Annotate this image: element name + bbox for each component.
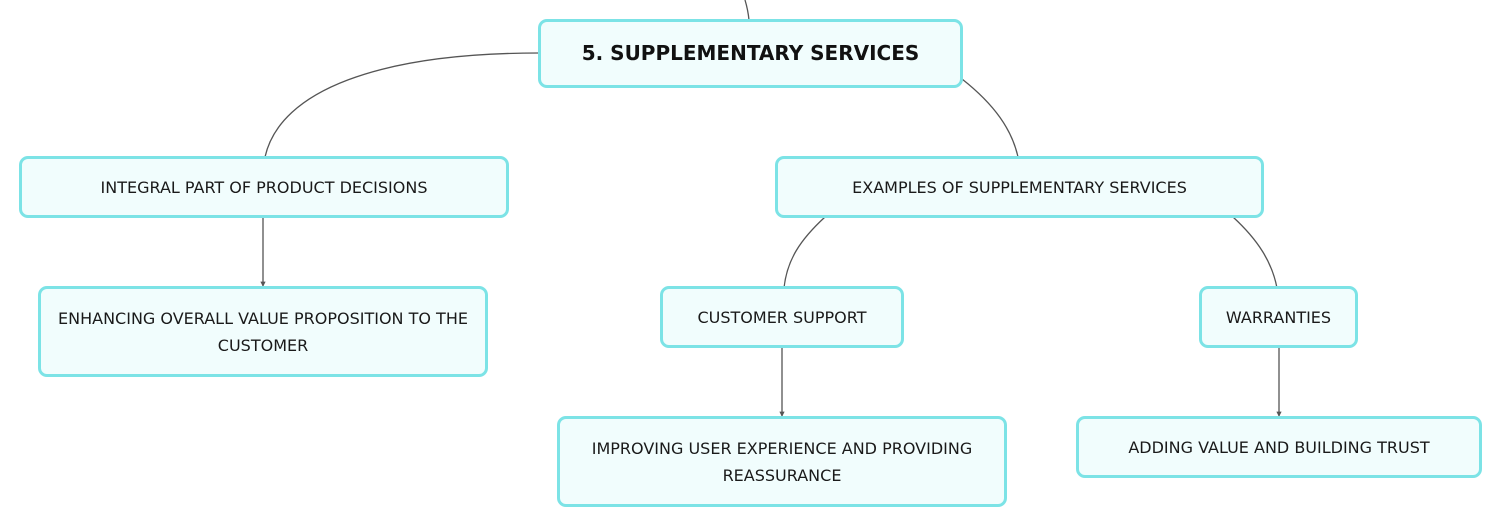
node-label: 5. SUPPLEMENTARY SERVICES [581,41,920,65]
connector-root-to-integral [264,52,540,158]
node-enhancing-value[interactable]: ENHANCING OVERALL VALUE PROPOSITION TO T… [38,286,488,377]
connector-examples-to-customer-support [783,216,826,289]
connector-incoming [744,0,750,21]
node-label: WARRANTIES [1225,307,1332,327]
node-warranties[interactable]: WARRANTIES [1199,286,1358,348]
node-examples[interactable]: EXAMPLES OF SUPPLEMENTARY SERVICES [775,156,1264,218]
node-adding-value[interactable]: ADDING VALUE AND BUILDING TRUST [1076,416,1482,478]
connector-root-to-examples [961,78,1019,158]
node-customer-support[interactable]: CUSTOMER SUPPORT [660,286,904,348]
connector-examples-to-warranties [1232,216,1278,289]
node-label: EXAMPLES OF SUPPLEMENTARY SERVICES [852,177,1187,197]
node-improving-experience[interactable]: IMPROVING USER EXPERIENCE AND PROVIDING … [557,416,1007,507]
node-label: IMPROVING USER EXPERIENCE AND PROVIDING … [591,438,973,485]
node-label: CUSTOMER SUPPORT [697,307,867,327]
node-integral-part[interactable]: INTEGRAL PART OF PRODUCT DECISIONS [19,156,509,218]
node-label: ENHANCING OVERALL VALUE PROPOSITION TO T… [58,308,468,355]
node-label: ADDING VALUE AND BUILDING TRUST [1128,437,1430,457]
node-root-supplementary-services[interactable]: 5. SUPPLEMENTARY SERVICES [538,19,963,88]
node-label: INTEGRAL PART OF PRODUCT DECISIONS [100,177,428,197]
